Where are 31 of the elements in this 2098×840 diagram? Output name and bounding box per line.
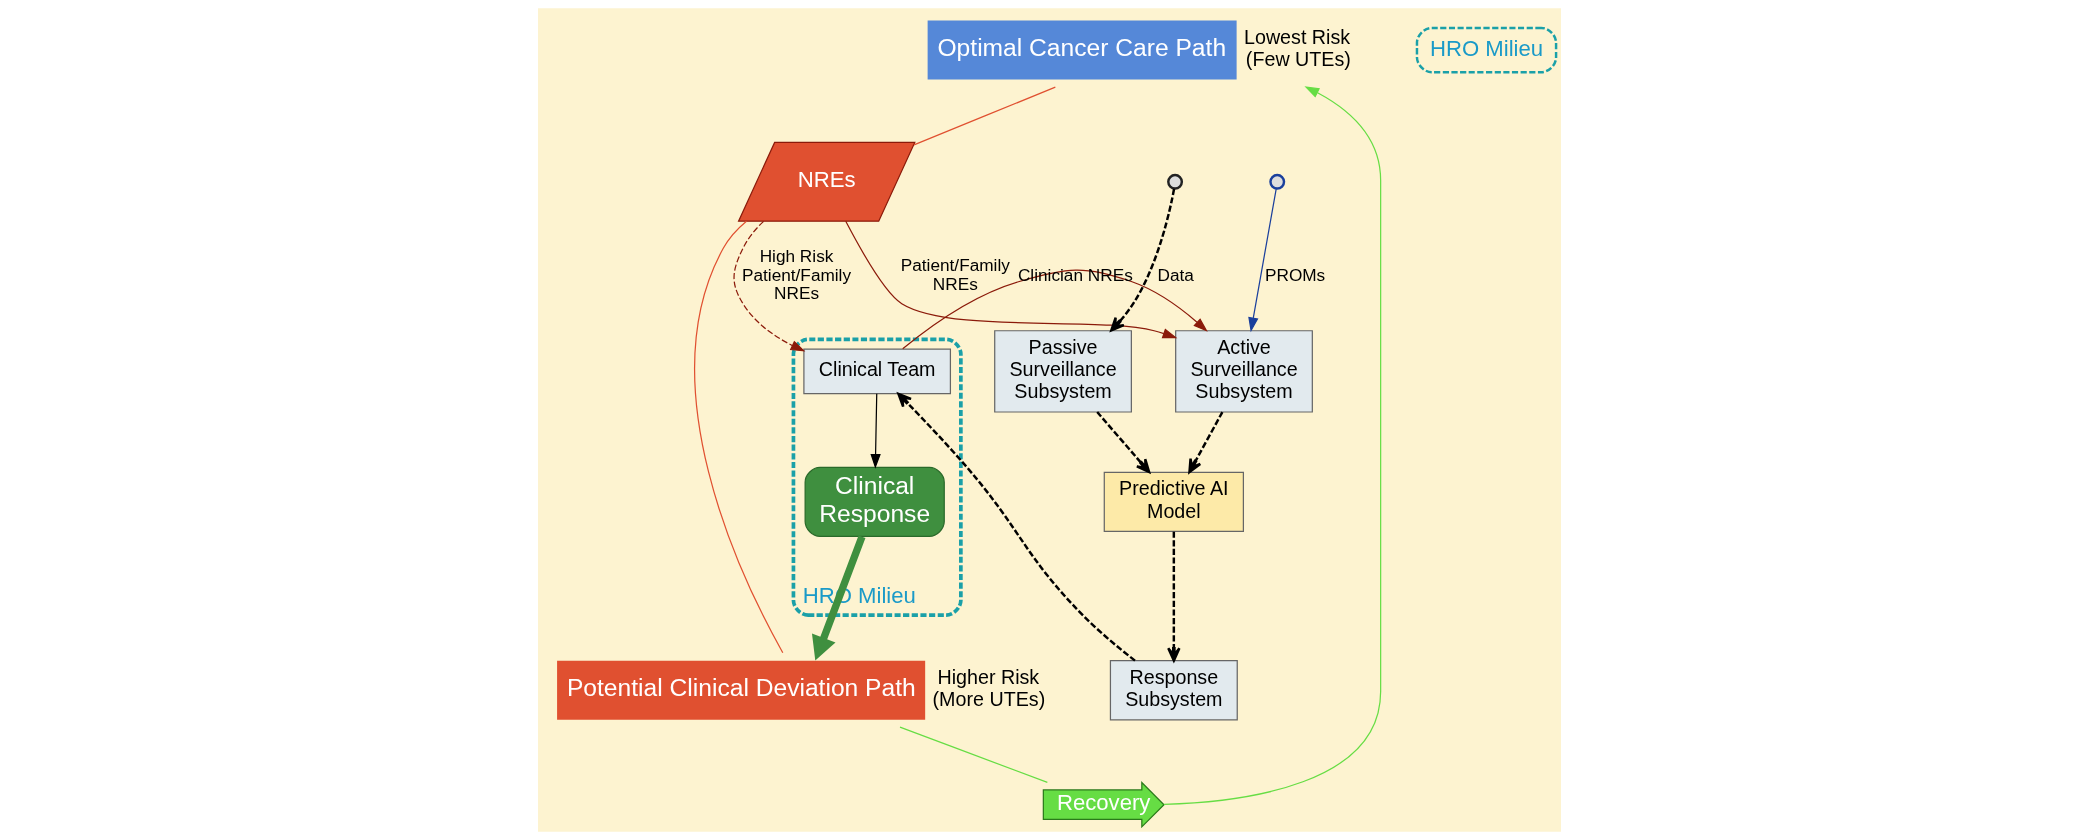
node-box: Optimal Cancer Care Path	[927, 20, 1237, 80]
node-box: Predictive AI Model	[1103, 471, 1244, 533]
node-circle	[1166, 173, 1183, 190]
arrow	[1095, 411, 1150, 474]
edge-label: Patient/Family NREs	[900, 255, 1010, 294]
node-label: Higher Risk (More UTEs)	[932, 665, 1045, 710]
arrow	[901, 269, 1208, 350]
arrow	[869, 393, 881, 469]
arrow	[1109, 188, 1175, 332]
node-box: Active Surveillance Subsystem	[1174, 330, 1313, 413]
connector	[693, 220, 783, 654]
node-box: Potential Clinical Deviation Path	[556, 660, 925, 720]
node-box: Passive Surveillance Subsystem	[993, 330, 1132, 413]
connector	[912, 86, 1056, 146]
edge-label: PROMs	[1264, 264, 1325, 285]
arrow	[1163, 86, 1381, 805]
arrow	[1166, 531, 1181, 662]
arrow	[1247, 188, 1277, 333]
arrow	[732, 220, 805, 352]
node-box: Clinical Team	[802, 348, 951, 395]
arrow	[844, 220, 1177, 339]
arrow	[1187, 411, 1223, 474]
connector	[898, 726, 1048, 783]
node-box: Response Subsystem	[1109, 660, 1238, 721]
node-label: Lowest Risk (Few UTEs)	[1243, 25, 1351, 70]
node-circle	[1268, 173, 1285, 190]
node-box: HRO Milieu	[1415, 26, 1557, 74]
arrow	[896, 392, 1136, 662]
node-box: Clinical Response	[804, 466, 945, 537]
edge-label: High Risk Patient/Family NREs	[741, 246, 851, 303]
edge-label: Data	[1156, 264, 1194, 285]
